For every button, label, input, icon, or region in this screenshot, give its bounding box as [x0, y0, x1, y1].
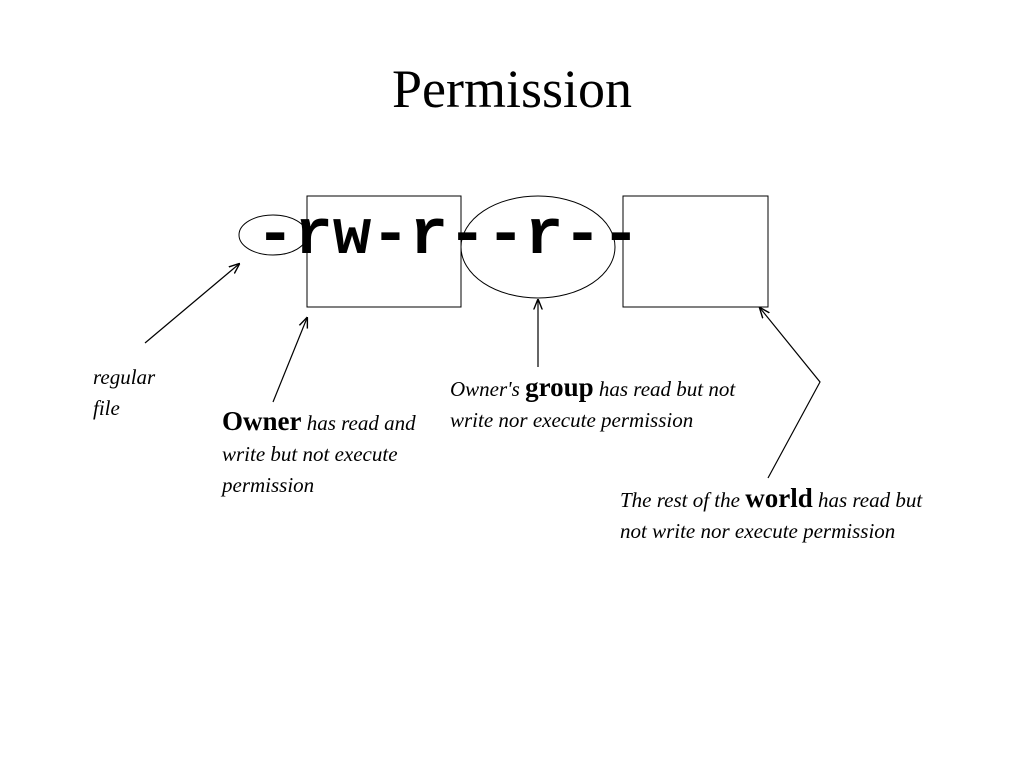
file-type-label: regular file [93, 365, 156, 420]
group-ellipse [460, 195, 616, 299]
world-box [622, 195, 769, 308]
group-label: Owner's group has read but not write nor… [450, 372, 736, 432]
group-keyword: group [525, 372, 594, 402]
owner-label: Owner has read and write but not execute… [222, 406, 416, 497]
permission-string: -rw-r--r-- [256, 201, 641, 273]
owner-arrow [272, 318, 307, 403]
world-label: The rest of the world has read but not w… [620, 483, 923, 543]
file-type-ellipse [238, 214, 308, 256]
owner-keyword: Owner [222, 406, 302, 436]
world-keyword: world [745, 483, 813, 513]
owner-box [306, 195, 462, 308]
slide-title: Permission [391, 59, 633, 119]
file-type-arrow [144, 264, 239, 344]
world-arrow [760, 308, 821, 479]
